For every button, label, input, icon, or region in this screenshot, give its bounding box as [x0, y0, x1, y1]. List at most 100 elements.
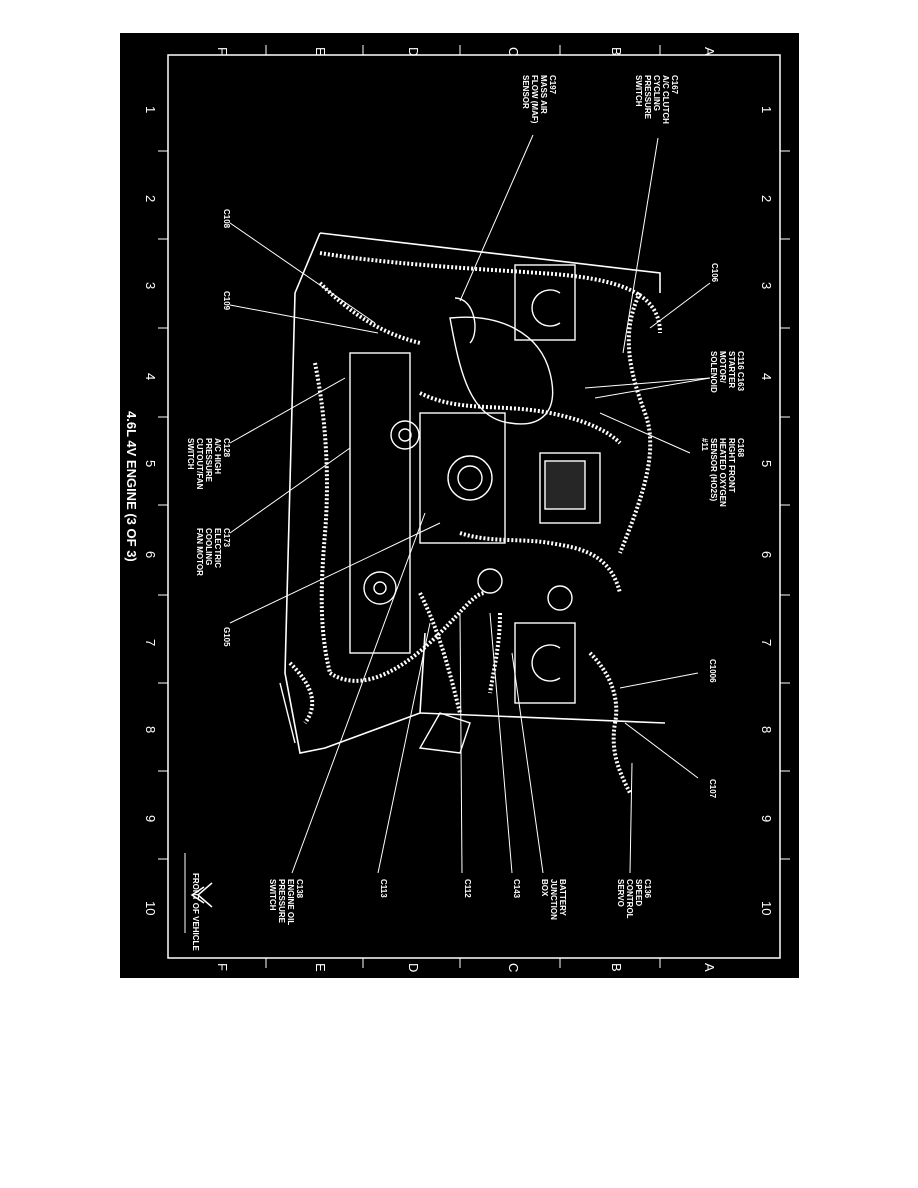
col-label-3-right: 3: [759, 282, 774, 289]
col-label-9-left: 9: [143, 815, 158, 822]
row-label-a-bottom: A: [702, 963, 717, 972]
callout-c168-line-2: RIGHT FRONT: [727, 438, 736, 493]
row-label-e-bottom: E: [313, 963, 328, 972]
callout-c106-line-1: C106: [710, 263, 719, 283]
col-label-6-left: 6: [143, 551, 158, 558]
callout-c128-line-1: C128: [222, 438, 231, 458]
callout-bjb-line-2: JUNCTION: [549, 879, 558, 920]
col-label-9-right: 9: [759, 815, 774, 822]
callout-c136-line-4: SERVO: [616, 879, 625, 907]
col-label-1-right: 1: [759, 106, 774, 113]
col-label-2-right: 2: [759, 195, 774, 202]
callout-c168-line-3: HEATED OXYGEN: [718, 438, 727, 507]
callout-c128-line-5: SWITCH: [186, 438, 195, 470]
callout-c143-line-1: C143: [512, 879, 521, 899]
callout-c138-line-3: PRESSURE: [277, 879, 286, 924]
callout-c113-line-1: C113: [379, 879, 388, 898]
callout-c167-line-5: SWITCH: [634, 75, 643, 107]
callout-c116: C116 C163 STARTER MOTOR/ SOLENOID: [709, 351, 745, 393]
callout-c168-line-1: C168: [736, 438, 745, 458]
callout-c106: C106: [710, 263, 719, 283]
callout-c116-line-3: MOTOR/: [718, 351, 727, 384]
callout-c167: C167 A/C CLUTCH CYCLING PRESSURE SWITCH: [634, 75, 679, 124]
callout-c136-line-1: C136: [643, 879, 652, 899]
col-label-6-right: 6: [759, 551, 774, 558]
leader-lines: [229, 134, 711, 874]
row-label-d-top: D: [406, 47, 421, 56]
callout-c1006-line-1: C1006: [708, 659, 717, 683]
row-label-e-top: E: [313, 47, 328, 56]
row-label-b-top: B: [609, 47, 624, 56]
callout-g105-line-1: G105: [222, 627, 231, 647]
callout-c197-line-1: C197: [548, 75, 557, 95]
callout-c107-line-1: C107: [708, 779, 717, 799]
col-label-7-right: 7: [759, 639, 774, 646]
row-label-b-bottom: B: [609, 963, 624, 972]
callout-c167-line-1: C167: [670, 75, 679, 95]
callout-c136-line-3: CONTROL: [625, 879, 634, 919]
callout-c113: C113: [379, 879, 388, 898]
row-label-f-top: F: [215, 47, 230, 55]
callout-g105: G105: [222, 627, 231, 647]
col-label-8-right: 8: [759, 726, 774, 733]
col-label-5-left: 5: [143, 460, 158, 467]
callout-c1006: C1006: [708, 659, 717, 683]
callout-c116-line-2: STARTER: [727, 351, 736, 388]
col-label-8-left: 8: [143, 726, 158, 733]
callout-c109-line-1: C109: [222, 291, 231, 311]
callout-c173: C173 ELECTRIC COOLING FAN MOTOR: [195, 528, 231, 576]
callout-c197-line-2: MASS AIR: [539, 75, 548, 114]
callout-c167-line-4: PRESSURE: [643, 75, 652, 120]
callout-c197-line-4: SENSOR: [521, 75, 530, 109]
front-arrow-icon: [190, 882, 213, 908]
callout-bjb-line-1: BATTERY: [558, 879, 567, 917]
callout-c168-line-4: SENSOR (HO2S): [709, 438, 718, 501]
col-label-1-left: 1: [143, 106, 158, 113]
callout-c197: C197 MASS AIR FLOW (MAF) SENSOR: [521, 75, 557, 124]
row-label-a-top: A: [702, 47, 717, 56]
callout-c109: C109: [222, 291, 231, 311]
callout-c173-line-2: ELECTRIC: [213, 528, 222, 568]
col-label-5-right: 5: [759, 460, 774, 467]
col-label-4-left: 4: [143, 373, 158, 380]
col-label-10-left: 10: [143, 901, 158, 915]
callout-bjb-line-3: BOX: [540, 879, 549, 897]
callout-c107: C107: [708, 779, 717, 799]
diagram-svg: A B C D E F A B C D E F 1 2 3 4 5 6 7 8 …: [124, 45, 790, 972]
col-label-7-left: 7: [143, 639, 158, 646]
callout-c128-line-2: A/C HIGH: [213, 438, 222, 474]
callout-c128: C128 A/C HIGH PRESSURE CUTOUT/FAN SWITCH: [186, 438, 231, 490]
callout-c116-line-4: SOLENOID: [709, 351, 718, 393]
callout-c136: C136 SPEED CONTROL SERVO: [616, 879, 652, 919]
callout-c108-line-1: C108: [222, 209, 231, 229]
col-label-10-right: 10: [759, 901, 774, 915]
callout-c108: C108: [222, 209, 231, 229]
col-label-3-left: 3: [143, 282, 158, 289]
grid-ticks: [158, 45, 790, 968]
callout-c112: C112: [463, 879, 472, 898]
row-label-d-bottom: D: [406, 963, 421, 972]
callout-c173-line-3: COOLING: [204, 528, 213, 565]
callout-c168: C168 RIGHT FRONT HEATED OXYGEN SENSOR (H…: [700, 438, 745, 507]
col-label-4-right: 4: [759, 373, 774, 380]
callout-c168-line-5: #11: [700, 438, 709, 451]
row-label-c-top: C: [506, 47, 521, 56]
col-label-2-left: 2: [143, 195, 158, 202]
callout-battery-junction-box: BATTERY JUNCTION BOX: [540, 879, 567, 920]
engine-artwork: [279, 232, 666, 794]
callout-c173-line-4: FAN MOTOR: [195, 528, 204, 576]
callout-c138-line-2: ENGINE OIL: [286, 879, 295, 925]
callout-c167-line-2: A/C CLUTCH: [661, 75, 670, 124]
callout-c128-line-4: CUTOUT/FAN: [195, 438, 204, 490]
callout-c173-line-1: C173: [222, 528, 231, 548]
callout-c197-line-3: FLOW (MAF): [530, 75, 539, 124]
callout-c167-line-3: CYCLING: [652, 75, 661, 111]
callout-c138-line-1: C138: [295, 879, 304, 899]
row-label-f-bottom: F: [215, 963, 230, 971]
callout-c112-line-1: C112: [463, 879, 472, 898]
row-label-c-bottom: C: [506, 963, 521, 972]
callout-c138: C138 ENGINE OIL PRESSURE SWITCH: [268, 879, 304, 925]
wiring-diagram: A B C D E F A B C D E F 1 2 3 4 5 6 7 8 …: [120, 33, 799, 978]
callout-c143: C143: [512, 879, 521, 899]
front-of-vehicle-label: FRONT OF VEHICLE: [191, 873, 200, 951]
